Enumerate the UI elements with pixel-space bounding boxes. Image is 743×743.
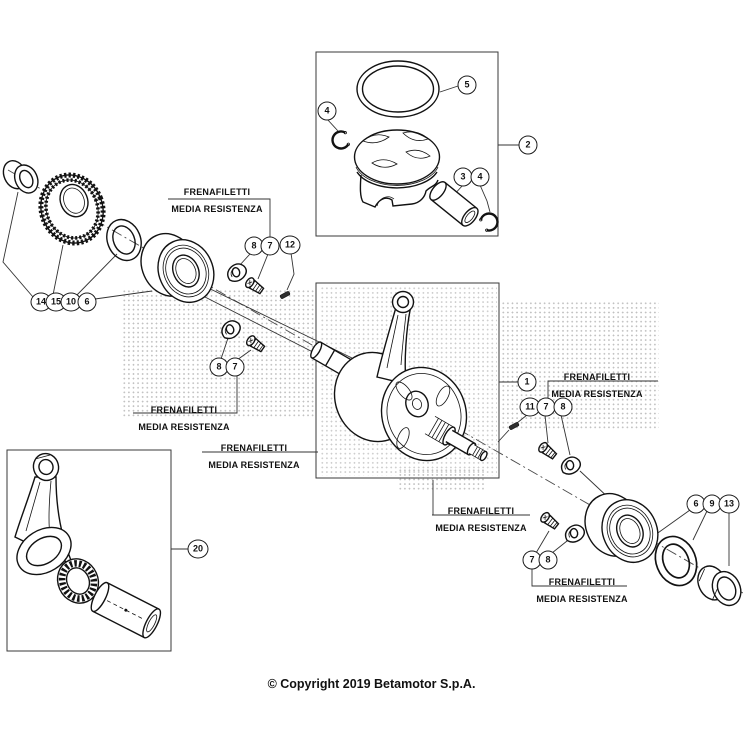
copyright-line: © Copyright 2019 Betamotor S.p.A.	[267, 677, 476, 691]
callout-20-conrod-kit: 20	[187, 539, 209, 559]
note-line2: MEDIA RESISTENZA	[138, 421, 230, 432]
callout-2-piston-kit: 2	[518, 135, 538, 155]
note-line2: MEDIA RESISTENZA	[536, 593, 628, 604]
callout-8-washer: 8	[538, 550, 558, 570]
main-bearing-left	[130, 218, 225, 318]
circlip-left	[329, 129, 352, 152]
crank-pin	[90, 581, 162, 639]
screw	[536, 440, 559, 462]
note-line1: FRENAFILETTI	[150, 405, 218, 415]
screw	[243, 275, 266, 297]
tab-washer	[563, 523, 587, 545]
circlip-right	[477, 209, 502, 235]
note-line1: FRENAFILETTI	[220, 443, 288, 453]
note-line2: MEDIA RESISTENZA	[435, 522, 527, 533]
crankshaft	[310, 290, 488, 462]
callout-7-screw: 7	[260, 236, 280, 256]
piston-pin	[429, 181, 479, 227]
threadlocker-note: FRENAFILETTI MEDIA RESISTENZA	[522, 574, 642, 607]
screw	[244, 333, 267, 355]
callout-5-piston-ring: 5	[457, 75, 477, 95]
needle-bearing-cage	[56, 558, 100, 604]
oil-seal-left	[100, 213, 148, 267]
note-line1: FRENAFILETTI	[563, 372, 631, 382]
main-bearing-right	[574, 478, 669, 578]
callout-1-crankshaft: 1	[517, 372, 537, 392]
callout-13-collar: 13	[718, 494, 740, 514]
note-line2: MEDIA RESISTENZA	[171, 203, 263, 214]
callout-9-seal: 9	[702, 494, 722, 514]
callout-12-pin: 12	[279, 235, 301, 255]
screw	[538, 510, 561, 532]
callout-6-bearing: 6	[77, 292, 97, 312]
callout-8-washer: 8	[553, 397, 573, 417]
dowel-pin	[279, 290, 291, 300]
conrod-kit	[14, 452, 162, 639]
tab-washer	[224, 261, 250, 284]
note-line1: FRENAFILETTI	[183, 187, 251, 197]
piston-ring	[356, 60, 440, 118]
threadlocker-note: FRENAFILETTI MEDIA RESISTENZA	[537, 369, 657, 402]
spacer-collar	[697, 565, 742, 607]
note-line1: FRENAFILETTI	[447, 506, 515, 516]
piston	[353, 129, 441, 208]
kit-boxes	[6, 51, 500, 652]
spacer-bushing	[2, 160, 39, 194]
tab-washer	[559, 455, 583, 477]
tab-washer	[218, 317, 244, 342]
threadlocker-note: FRENAFILETTI MEDIA RESISTENZA	[157, 184, 277, 217]
threadlocker-note: FRENAFILETTI MEDIA RESISTENZA	[124, 402, 244, 435]
callout-4-circlip: 4	[317, 101, 337, 121]
woodruff-key	[508, 421, 520, 431]
threadlocker-note: FRENAFILETTI MEDIA RESISTENZA	[421, 503, 541, 536]
threadlocker-note: FRENAFILETTI MEDIA RESISTENZA	[194, 440, 314, 473]
callout-4-circlip: 4	[470, 167, 490, 187]
note-line2: MEDIA RESISTENZA	[208, 459, 300, 470]
callout-7-screw: 7	[225, 357, 245, 377]
note-line1: FRENAFILETTI	[548, 577, 616, 587]
primary-drive-gear	[38, 172, 106, 246]
